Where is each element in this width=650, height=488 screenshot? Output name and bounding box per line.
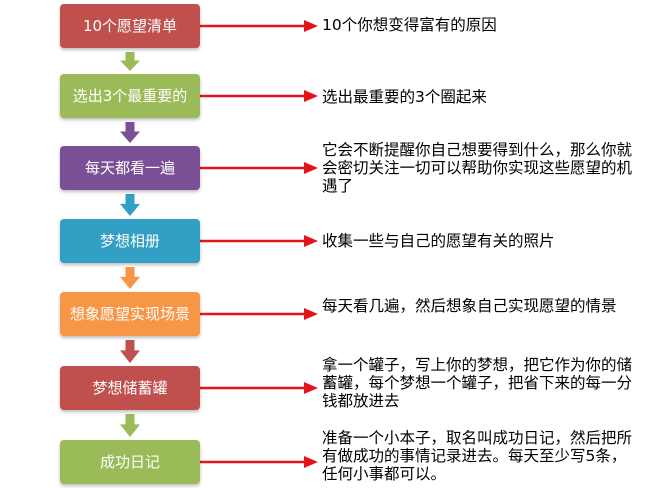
step-label: 成功日记 xyxy=(99,452,160,471)
arrow-head xyxy=(304,20,318,32)
arrow-head xyxy=(304,235,318,247)
arrow-head xyxy=(304,90,318,102)
down-arrow xyxy=(120,194,140,216)
down-arrow xyxy=(120,340,140,363)
step-description: 每天看几遍，然后想象自己实现愿望的情景 xyxy=(322,297,617,315)
step-label: 选出3个最重要的 xyxy=(72,86,188,105)
step-description: 准备一个小本子，取名叫成功日记，然后把所有做成功的事情记录进去。每天至少写5条，… xyxy=(322,429,633,483)
step-label: 10个愿望清单 xyxy=(82,16,178,35)
down-arrow xyxy=(120,267,140,289)
arrow-head xyxy=(304,308,318,320)
step-box-choose-three: 选出3个最重要的 xyxy=(60,74,200,118)
step-label: 梦想相册 xyxy=(99,231,160,250)
step-box-success-diary: 成功日记 xyxy=(60,440,200,484)
step-description: 它会不断提醒你自己想要得到什么，那么你就会密切关注一切可以帮助你实现这些愿望的机… xyxy=(322,141,633,195)
step-box-dream-album: 梦想相册 xyxy=(60,219,200,263)
arrow-head xyxy=(304,382,318,394)
step-description: 拿一个罐子，写上你的梦想，把它作为你的储蓄罐，每个梦想一个罐子，把省下来的每一分… xyxy=(322,356,633,410)
step-box-wish-list: 10个愿望清单 xyxy=(60,4,200,48)
down-arrow xyxy=(120,122,140,143)
down-arrow xyxy=(120,414,140,437)
step-description: 10个你想变得富有的原因 xyxy=(322,16,497,34)
step-box-visualize: 想象愿望实现场景 xyxy=(60,292,200,336)
step-description: 收集一些与自己的愿望有关的照片 xyxy=(322,232,555,250)
step-label: 梦想储蓄罐 xyxy=(92,378,168,397)
step-label: 想象愿望实现场景 xyxy=(69,304,190,323)
arrow-head xyxy=(304,456,318,468)
down-arrow xyxy=(120,52,140,71)
arrow-head xyxy=(304,162,318,174)
step-box-daily-review: 每天都看一遍 xyxy=(60,146,200,190)
step-description: 选出最重要的3个圈起来 xyxy=(322,88,487,106)
step-label: 每天都看一遍 xyxy=(84,158,175,177)
step-box-savings-jar: 梦想储蓄罐 xyxy=(60,366,200,410)
